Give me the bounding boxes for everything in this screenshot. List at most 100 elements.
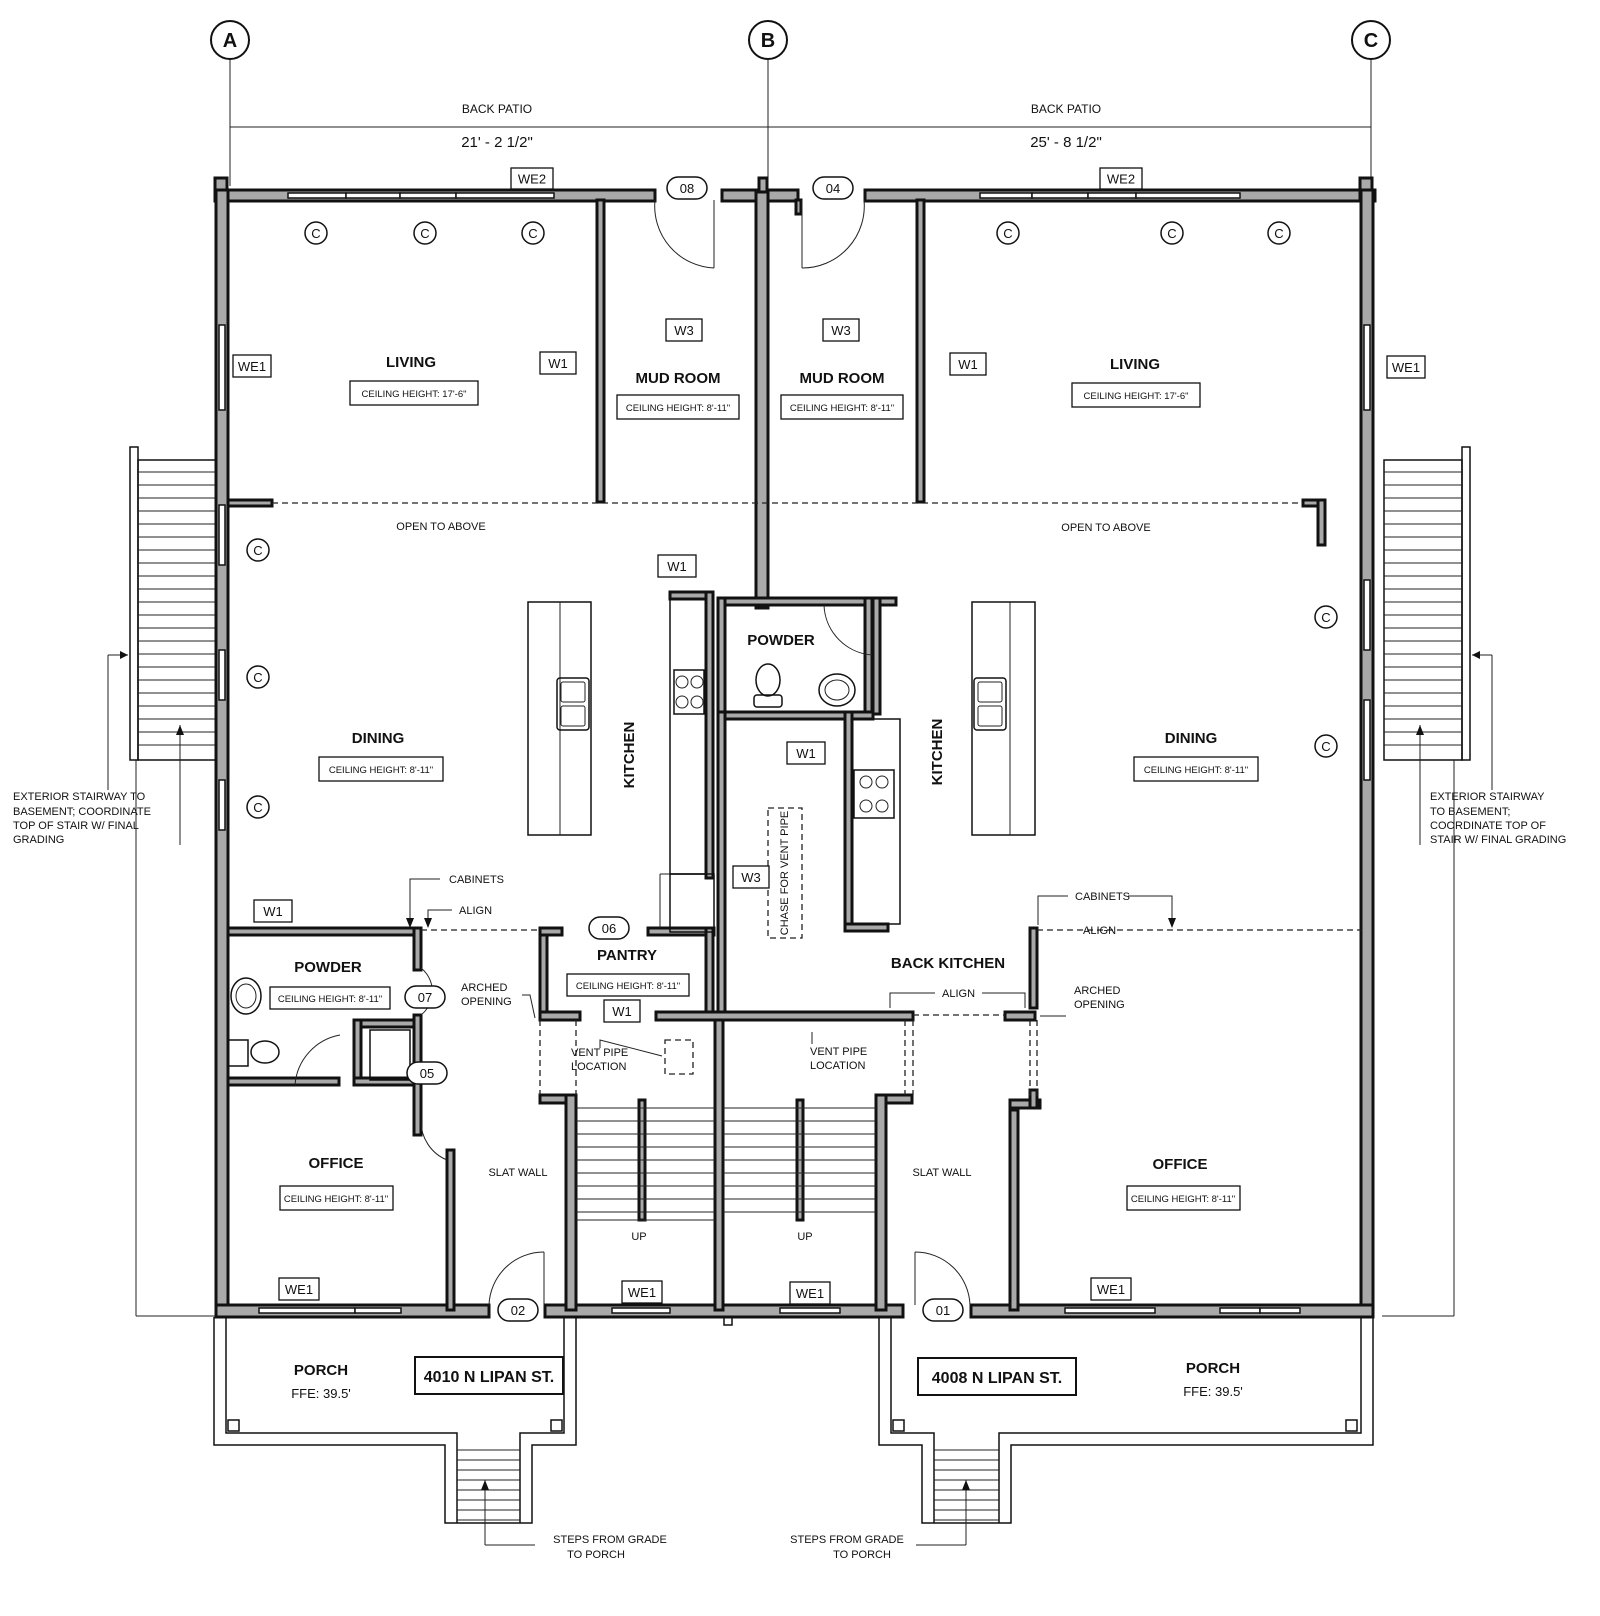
room-dining-right: DINING CEILING HEIGHT: 8'-11" — [1133, 730, 1259, 782]
room-powder-left: POWDER CEILING HEIGHT: 8'-11" — [269, 959, 391, 1010]
door-tag-06: 06 — [588, 916, 630, 940]
room-office-left: OFFICE CEILING HEIGHT: 8'-11" — [279, 1155, 394, 1211]
ceiling-fixture-c: C — [1267, 221, 1291, 245]
ceiling-fixture-c: C — [413, 221, 437, 245]
svg-text:CEILING HEIGHT: 8'-11": CEILING HEIGHT: 8'-11" — [576, 981, 680, 992]
porch-left — [213, 1317, 577, 1546]
address-right: 4008 N LIPAN ST. — [917, 1357, 1077, 1396]
note-align-left: ALIGN — [424, 905, 492, 928]
svg-text:C: C — [253, 800, 262, 815]
ceiling-fixture-c: C — [521, 221, 545, 245]
svg-text:MUD ROOM: MUD ROOM — [800, 370, 885, 387]
door-tag-04: 04 — [812, 176, 854, 200]
svg-text:TOP OF STAIR W/ FINAL: TOP OF STAIR W/ FINAL — [13, 820, 139, 832]
svg-text:CEILING HEIGHT: 17'-6": CEILING HEIGHT: 17'-6" — [1084, 391, 1189, 402]
svg-text:WE1: WE1 — [285, 1282, 313, 1297]
svg-text:08: 08 — [680, 181, 694, 196]
note-stair-right: EXTERIOR STAIRWAY TO BASEMENT; COORDINAT… — [1430, 791, 1566, 846]
room-office-right: OFFICE CEILING HEIGHT: 8'-11" — [1126, 1156, 1241, 1211]
counter-left — [659, 598, 715, 933]
window-tag-we1: WE1 — [621, 1280, 663, 1304]
note-slat-right: SLAT WALL — [912, 1167, 971, 1179]
svg-text:BASEMENT; COORDINATE: BASEMENT; COORDINATE — [13, 806, 151, 818]
svg-text:CEILING HEIGHT: 8'-11": CEILING HEIGHT: 8'-11" — [1131, 1194, 1235, 1205]
door-tag-07: 07 — [404, 985, 446, 1009]
svg-text:07: 07 — [418, 990, 432, 1005]
svg-text:WE2: WE2 — [1107, 172, 1135, 187]
svg-text:WE1: WE1 — [796, 1286, 824, 1301]
window-tag-we1: WE1 — [278, 1277, 320, 1301]
room-porch-left: PORCH FFE: 39.5' — [291, 1362, 351, 1401]
ceiling-fixture-c: C — [246, 795, 270, 819]
porch-right — [878, 1317, 1374, 1546]
svg-text:VENT PIPE: VENT PIPE — [810, 1046, 867, 1058]
room-pantry: PANTRY CEILING HEIGHT: 8'-11" — [566, 947, 690, 997]
door-tag-01: 01 — [922, 1298, 964, 1322]
svg-text:OFFICE: OFFICE — [309, 1155, 364, 1172]
svg-text:W3: W3 — [674, 323, 694, 338]
svg-text:W1: W1 — [958, 357, 978, 372]
svg-text:LIVING: LIVING — [1110, 356, 1160, 373]
window-tag-we1: WE1 — [232, 354, 272, 378]
svg-text:FFE: 39.5': FFE: 39.5' — [291, 1386, 351, 1401]
note-arched-left: ARCHED OPENING — [461, 982, 536, 1019]
svg-text:WE2: WE2 — [518, 172, 546, 187]
svg-text:LIVING: LIVING — [386, 354, 436, 371]
svg-text:VENT PIPE: VENT PIPE — [571, 1047, 628, 1059]
door-tag-02: 02 — [497, 1298, 539, 1322]
svg-text:FFE: 39.5': FFE: 39.5' — [1183, 1384, 1243, 1399]
window-tag-we1: WE1 — [1386, 355, 1426, 379]
svg-text:PORCH: PORCH — [294, 1362, 348, 1379]
dimension-right: 25' - 8 1/2" — [1030, 134, 1102, 151]
room-back-kitchen: BACK KITCHEN — [891, 955, 1005, 972]
island-right — [971, 601, 1036, 836]
svg-text:C: C — [528, 226, 537, 241]
window-tag-we1: WE1 — [1090, 1277, 1132, 1301]
dimension-left: 21' - 2 1/2" — [461, 134, 533, 151]
window-tag-w1: W1 — [603, 999, 641, 1023]
svg-text:TO PORCH: TO PORCH — [833, 1549, 891, 1561]
room-porch-right: PORCH FFE: 39.5' — [1183, 1360, 1243, 1399]
vent-pipe-box — [664, 1039, 694, 1075]
svg-text:ARCHED: ARCHED — [461, 982, 508, 994]
interior-stairs — [576, 1107, 876, 1221]
svg-text:CABINETS: CABINETS — [449, 874, 504, 886]
room-kitchen-left: KITCHEN — [621, 722, 638, 789]
window-tag-w1: W1 — [657, 554, 697, 578]
svg-text:W1: W1 — [263, 904, 283, 919]
window-tag-w3: W3 — [665, 318, 703, 342]
svg-text:OPENING: OPENING — [1074, 999, 1125, 1011]
closet-shelf — [369, 1029, 411, 1081]
svg-text:CEILING HEIGHT: 8'-11": CEILING HEIGHT: 8'-11" — [626, 403, 730, 414]
note-slat-left: SLAT WALL — [488, 1167, 547, 1179]
svg-text:LOCATION: LOCATION — [571, 1061, 626, 1073]
svg-text:06: 06 — [602, 921, 616, 936]
svg-text:C: C — [311, 226, 320, 241]
svg-text:TO BASEMENT;: TO BASEMENT; — [1430, 806, 1510, 818]
address-left: 4010 N LIPAN ST. — [414, 1356, 564, 1395]
note-vent-right: VENT PIPE LOCATION — [810, 1032, 867, 1072]
door-tag-05: 05 — [406, 1061, 448, 1085]
room-living-right: LIVING CEILING HEIGHT: 17'-6" — [1071, 356, 1201, 408]
window-tag-we1: WE1 — [789, 1281, 831, 1305]
powder-fixtures — [227, 663, 856, 1067]
svg-text:C: C — [1274, 226, 1283, 241]
svg-text:CEILING HEIGHT: 8'-11": CEILING HEIGHT: 8'-11" — [1144, 765, 1248, 776]
svg-text:CEILING HEIGHT: 8'-11": CEILING HEIGHT: 8'-11" — [329, 765, 433, 776]
note-steps-left: STEPS FROM GRADE TO PORCH — [553, 1534, 667, 1561]
svg-text:COORDINATE TOP OF: COORDINATE TOP OF — [1430, 820, 1546, 832]
room-dining-left: DINING CEILING HEIGHT: 8'-11" — [318, 730, 444, 782]
svg-text:4010 N LIPAN ST.: 4010 N LIPAN ST. — [424, 1369, 554, 1386]
svg-text:ALIGN: ALIGN — [942, 988, 975, 1000]
room-powder-upper: POWDER — [747, 632, 815, 649]
svg-text:W1: W1 — [612, 1004, 632, 1019]
window-tag-w1: W1 — [539, 351, 577, 375]
svg-text:GRADING: GRADING — [13, 834, 64, 846]
center-marker — [723, 1316, 733, 1326]
svg-text:WE1: WE1 — [1392, 360, 1420, 375]
svg-text:C: C — [420, 226, 429, 241]
svg-text:C: C — [1167, 226, 1176, 241]
back-patio-right-label: BACK PATIO — [1031, 102, 1101, 116]
exterior-stair-right — [1383, 446, 1493, 845]
